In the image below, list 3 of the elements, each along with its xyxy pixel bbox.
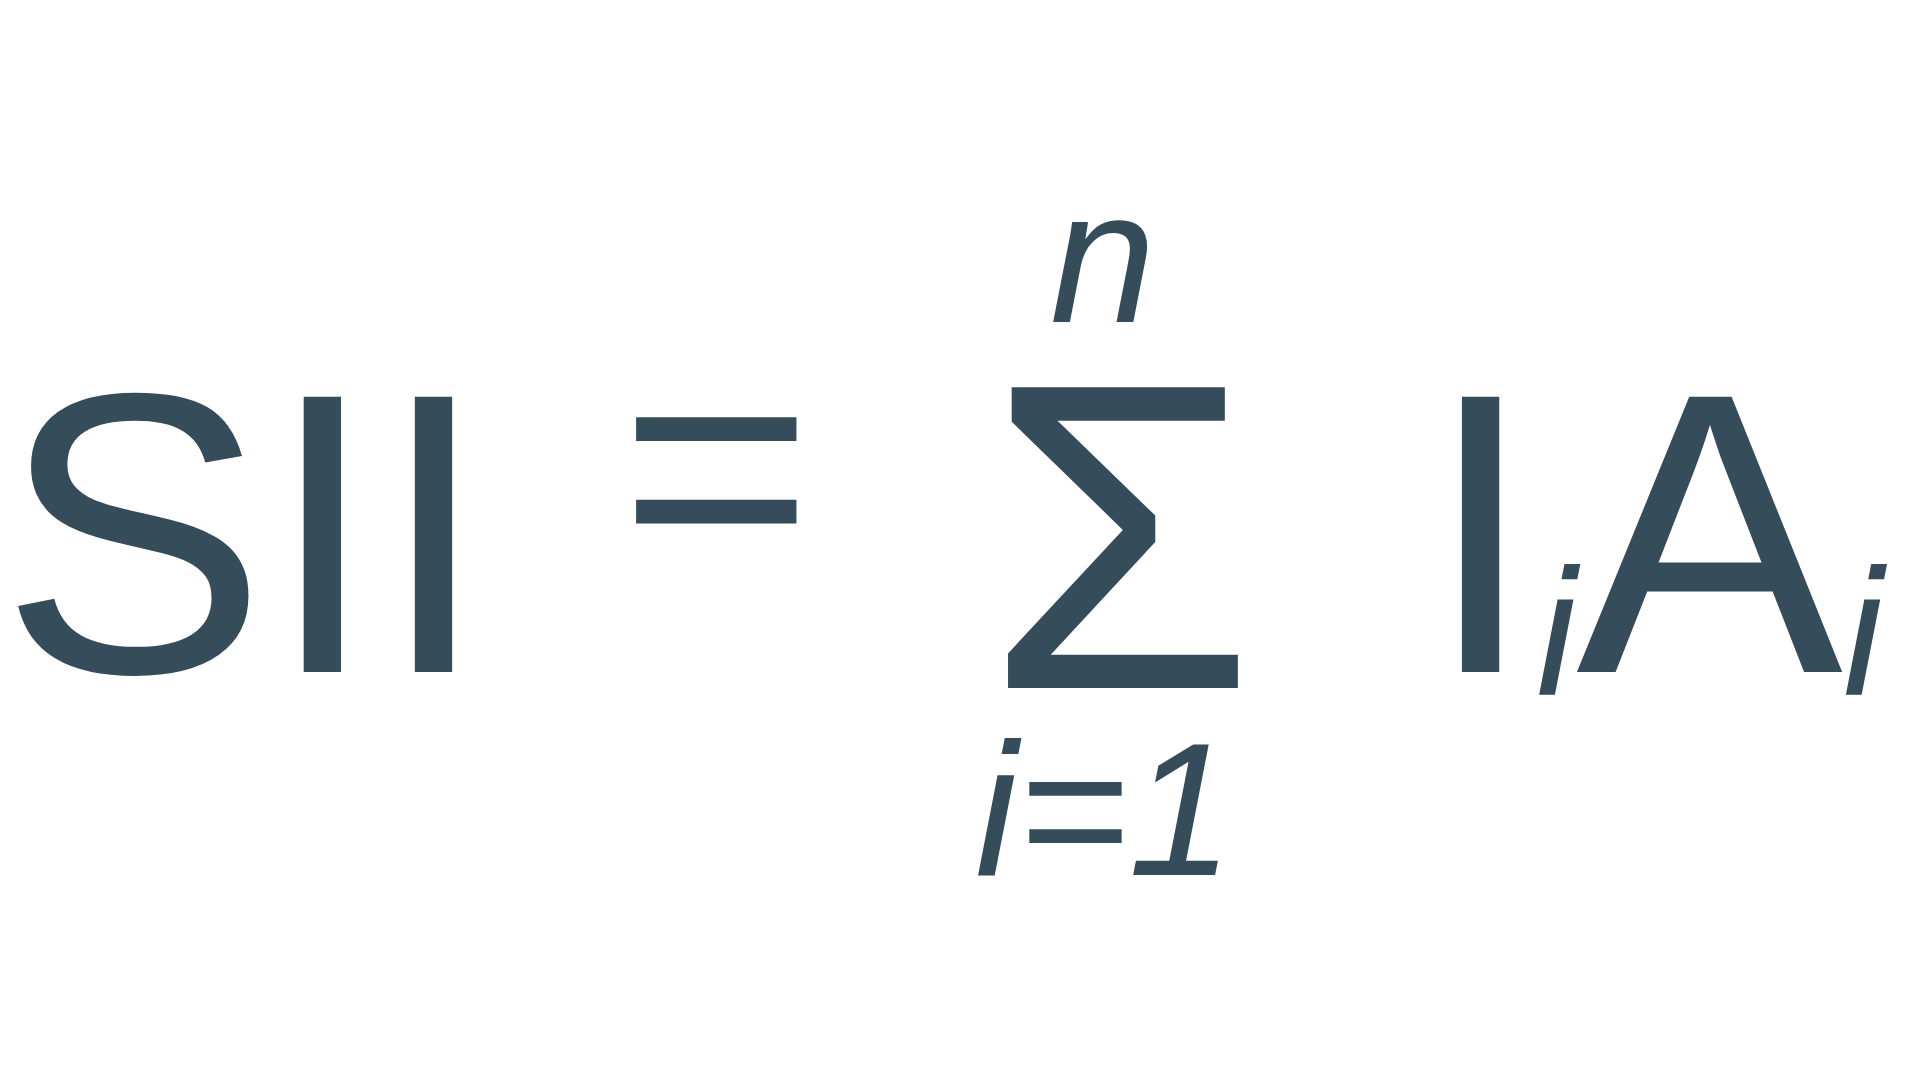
equals-sign: = xyxy=(620,300,813,630)
formula-term: SII xyxy=(0,334,490,734)
lower-limit: i=1 xyxy=(975,714,1234,904)
